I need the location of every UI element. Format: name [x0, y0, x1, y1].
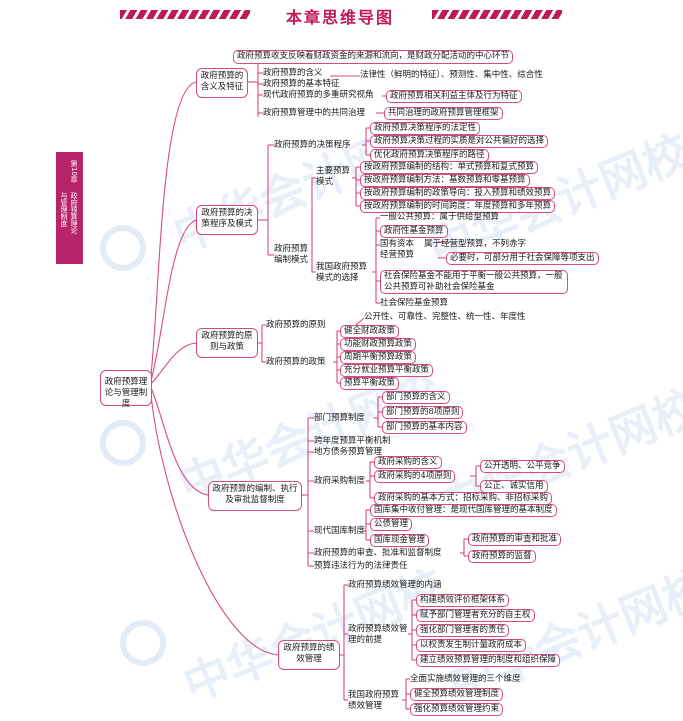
b2-capital-note2: 必要时，可部分用于社会保障等项支出 — [446, 252, 599, 265]
b2-procedure-item: 政府预算决策过程的实质是对公共偏好的选择 — [370, 135, 549, 148]
b5-premise: 政府预算绩效管理的前提 — [348, 624, 408, 645]
b3-policy-item: 功能财政预算政策 — [340, 338, 417, 351]
b3-policy-item: 预算平衡政策 — [340, 377, 400, 390]
b4-procure-item: 政府采购的4项原则 — [374, 470, 456, 483]
b5-cn: 我国政府预算绩效管理 — [348, 690, 400, 711]
b2-social-note: 社会保险基金不能用于平衡一般公共预算，一般公共预算可补助社会保险基金 — [380, 270, 568, 294]
header-left-stripe — [120, 10, 250, 19]
b3-policy-item: 充分就业预算平衡政策 — [340, 364, 434, 377]
b1-features: 法律性（鲜明的特征）、预测性、集中性、综合性 — [360, 70, 543, 80]
branch-b1: 政府预算的含义及特征 — [196, 68, 248, 98]
b2-main-mode-item: 按政府预算编制的时间跨度：年度预算和多年预算 — [360, 200, 556, 213]
branch-b3: 政府预算的原则与政策 — [196, 328, 258, 358]
b2-capital-budget: 国有资本经营预算 — [380, 239, 415, 260]
b1-governance: 共同治理的政府预算管理框架 — [384, 107, 503, 120]
b4-cross-year: 跨年度预算平衡机制 — [314, 436, 391, 446]
b5-premise-item: 建立绩效预算管理的制度和组织保障 — [416, 654, 561, 667]
branch-b4: 政府预算的编制、执行及审批监督制度 — [208, 481, 302, 511]
b3-policy-item: 健全财政政策 — [340, 325, 400, 338]
b2-budget-mode: 政府预算编制模式 — [274, 244, 309, 265]
b2-main-mode-item: 按政府预算编制的政策导向：投入预算和绩效预算 — [360, 187, 556, 200]
b4-review-item: 政府预算的审查和批准 — [468, 533, 562, 546]
b4-local-debt: 地方债务预算管理 — [314, 447, 383, 457]
b2-main-mode: 主要预算模式 — [316, 166, 351, 187]
b4-dept: 部门预算制度 — [314, 413, 366, 423]
b4-dept-item: 部门预算的含义 — [382, 391, 450, 404]
center-node: 政府预算理论与管理制度 — [100, 370, 152, 409]
page-title: 本章思维导图 — [285, 8, 394, 27]
b2-fund-budget: 政府性基金预算 — [380, 225, 448, 238]
b1-perspective: 政府预算相关利益主体及行为特征 — [386, 90, 522, 103]
b5-cn-item: 健全预算绩效管理制度 — [410, 688, 504, 701]
b2-capital-note: 属于经营型预算，不列赤字 — [424, 239, 527, 249]
b4-treasury-item: 公债管理 — [370, 518, 413, 531]
b2-procedure-item: 政府预算决策程序的法定性 — [370, 122, 481, 135]
b5-premise-item: 构建绩效评价框架体系 — [416, 594, 510, 607]
b3-policy-item: 周期平衡预算政策 — [340, 351, 417, 364]
b2-general-budget: 一般公共预算：属于供给型预算 — [380, 212, 500, 222]
b5-premise-item: 以权责发生制计量政府成本 — [416, 639, 527, 652]
b1-item: 现代政府预算的多重研究视角 — [263, 90, 374, 100]
b5-connotation: 政府预算绩效管理的内涵 — [348, 580, 442, 590]
chapter-title-b: 与管理制度 — [60, 192, 68, 227]
b4-review: 政府预算的审查、批准和监督制度 — [314, 548, 442, 558]
b3-principles: 政府预算的原则 — [266, 320, 326, 330]
chapter-title-a: 政府预算理论 — [70, 192, 78, 234]
watermark-logo-icon — [100, 420, 146, 466]
b2-main-mode-item: 按政府预算编制方法：基数预算和零基预算 — [360, 174, 530, 187]
b5-premise-item: 强化部门管理者的责任 — [416, 624, 510, 637]
b4-procure-principle: 公正、诚实信用 — [480, 480, 548, 493]
header-right-stripe — [432, 10, 562, 19]
b4-dept-item: 部门预算的基本内容 — [382, 421, 467, 434]
b4-procure-item: 政府采购的含义 — [374, 456, 442, 469]
b5-cn-item: 强化预算绩效管理约束 — [410, 703, 504, 716]
b3-principles-text: 公开性、可靠性、完整性、统一性、年度性 — [364, 312, 526, 322]
b1-item: 政府预算的含义 — [263, 68, 323, 78]
header-banner: 本章思维导图 — [0, 0, 683, 30]
branch-b5: 政府预算的绩效管理 — [278, 640, 340, 670]
b5-premise-item: 赋予部门管理者充分的自主权 — [416, 609, 535, 622]
b4-procure: 政府采购制度 — [314, 476, 366, 486]
b2-procedure: 政府预算的决策程序 — [274, 140, 351, 150]
watermark-logo-icon — [100, 225, 146, 271]
b2-social-budget: 社会保险基金预算 — [380, 298, 449, 308]
b4-treasury-item: 国库集中收付管理：是现代国库管理的基本制度 — [370, 504, 557, 517]
b1-item: 政府预算的基本特征 — [263, 79, 340, 89]
b2-main-mode-item: 按政府预算编制的结构：单式预算和复式预算 — [360, 161, 539, 174]
b3-policies: 政府预算的政策 — [266, 357, 326, 367]
b4-treasury-item: 国库现金管理 — [370, 534, 430, 547]
b1-item: 政府预算管理中的共同治理 — [263, 108, 366, 118]
b4-procure-principle: 公开透明、公平竞争 — [480, 460, 565, 473]
b4-treasury: 现代国库制度 — [314, 526, 366, 536]
b4-review-item: 政府预算的监督 — [468, 550, 536, 563]
b4-dept-item: 部门预算的8项原则 — [382, 406, 464, 419]
b5-cn-item: 全面实施绩效管理的三个维度 — [410, 674, 521, 684]
branch-b2: 政府预算的决策程序及模式 — [196, 205, 258, 235]
watermark-logo-icon — [120, 620, 166, 666]
chapter-sidebar: 第10章 政府预算理论 与管理制度 — [56, 152, 83, 264]
b4-liability: 预算违法行为的法律责任 — [314, 561, 408, 571]
chapter-number: 第10章 — [70, 160, 78, 183]
b1-top-note: 政府预算收支反映着财政资金的来源和流向，是财政分配活动的中心环节 — [233, 50, 514, 64]
b2-cn-mode: 我国政府预算模式的选择 — [316, 262, 368, 283]
